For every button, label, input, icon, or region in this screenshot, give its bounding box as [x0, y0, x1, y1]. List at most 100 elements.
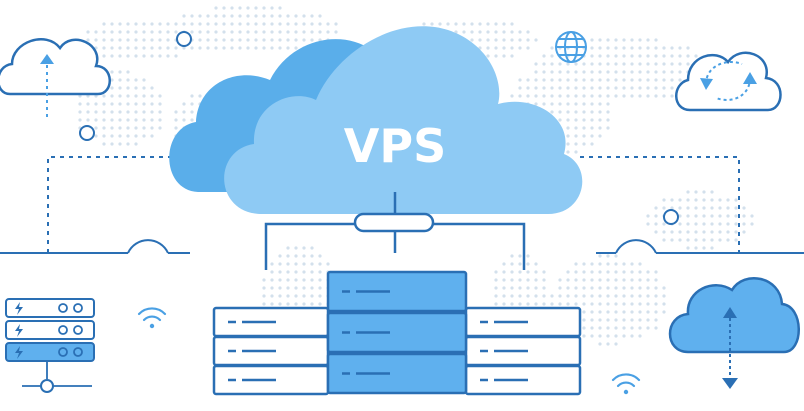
map-dot	[702, 198, 706, 202]
map-dot	[142, 22, 146, 26]
map-dot	[494, 302, 498, 306]
map-dot	[670, 54, 674, 58]
map-dot	[110, 38, 114, 42]
map-dot	[222, 30, 226, 34]
map-dot	[534, 62, 538, 66]
map-dot	[622, 318, 626, 322]
map-dot	[630, 294, 634, 298]
map-dot	[150, 102, 154, 106]
map-dot	[598, 342, 602, 346]
map-dot	[598, 86, 602, 90]
map-dot	[150, 110, 154, 114]
map-dot	[102, 30, 106, 34]
map-dot	[126, 22, 130, 26]
map-dot	[294, 14, 298, 18]
map-dot	[646, 78, 650, 82]
map-dot	[646, 310, 650, 314]
map-dot	[590, 134, 594, 138]
map-dot	[134, 78, 138, 82]
map-dot	[318, 22, 322, 26]
map-dot	[622, 38, 626, 42]
map-dot	[598, 78, 602, 82]
map-dot	[662, 294, 666, 298]
map-dot	[142, 46, 146, 50]
map-dot	[174, 46, 178, 50]
map-dot	[678, 46, 682, 50]
map-dot	[278, 302, 282, 306]
map-dot	[110, 102, 114, 106]
map-dot	[606, 118, 610, 122]
map-dot	[734, 214, 738, 218]
map-dot	[310, 262, 314, 266]
map-dot	[134, 46, 138, 50]
map-dot	[582, 94, 586, 98]
map-dot	[94, 134, 98, 138]
map-dot	[310, 246, 314, 250]
map-dot	[462, 22, 466, 26]
map-dot	[286, 30, 290, 34]
map-dot	[214, 14, 218, 18]
map-dot	[614, 334, 618, 338]
map-dot	[286, 14, 290, 18]
map-dot	[286, 278, 290, 282]
map-dot	[614, 270, 618, 274]
map-dot	[542, 278, 546, 282]
map-dot	[254, 14, 258, 18]
map-dot	[606, 94, 610, 98]
map-dot	[518, 30, 522, 34]
map-dot	[630, 94, 634, 98]
map-dot	[478, 30, 482, 34]
map-dot	[278, 278, 282, 282]
map-dot	[590, 318, 594, 322]
map-dot	[158, 126, 162, 130]
map-dot	[118, 46, 122, 50]
map-dot	[734, 222, 738, 226]
map-dot	[638, 318, 642, 322]
map-dot	[694, 238, 698, 242]
map-dot	[582, 318, 586, 322]
map-dot	[110, 94, 114, 98]
map-dot	[734, 206, 738, 210]
map-dot	[270, 6, 274, 10]
map-dot	[582, 142, 586, 146]
map-dot	[606, 62, 610, 66]
map-dot	[230, 22, 234, 26]
map-dot	[142, 78, 146, 82]
map-dot	[102, 110, 106, 114]
map-dot	[222, 38, 226, 42]
map-dot	[518, 46, 522, 50]
map-dot	[494, 22, 498, 26]
map-dot	[550, 78, 554, 82]
map-dot	[622, 46, 626, 50]
map-dot	[190, 110, 194, 114]
map-dot	[310, 38, 314, 42]
map-dot	[158, 46, 162, 50]
map-dot	[270, 22, 274, 26]
map-dot	[214, 38, 218, 42]
map-dot	[302, 278, 306, 282]
map-dot	[230, 30, 234, 34]
map-dot	[542, 102, 546, 106]
map-dot	[694, 54, 698, 58]
map-dot	[678, 206, 682, 210]
map-dot	[518, 286, 522, 290]
map-dot	[606, 262, 610, 266]
map-dot	[126, 94, 130, 98]
map-dot	[318, 254, 322, 258]
map-dot	[542, 78, 546, 82]
map-dot	[598, 326, 602, 330]
map-dot	[558, 62, 562, 66]
map-dot	[430, 22, 434, 26]
map-dot	[670, 62, 674, 66]
map-dot	[254, 22, 258, 26]
map-dot	[574, 86, 578, 90]
map-dot	[142, 30, 146, 34]
map-dot	[582, 262, 586, 266]
map-dot	[614, 254, 618, 258]
map-dot	[510, 278, 514, 282]
map-dot	[294, 262, 298, 266]
map-dot	[598, 134, 602, 138]
map-dot	[630, 334, 634, 338]
map-dot	[638, 302, 642, 306]
map-dot	[94, 38, 98, 42]
